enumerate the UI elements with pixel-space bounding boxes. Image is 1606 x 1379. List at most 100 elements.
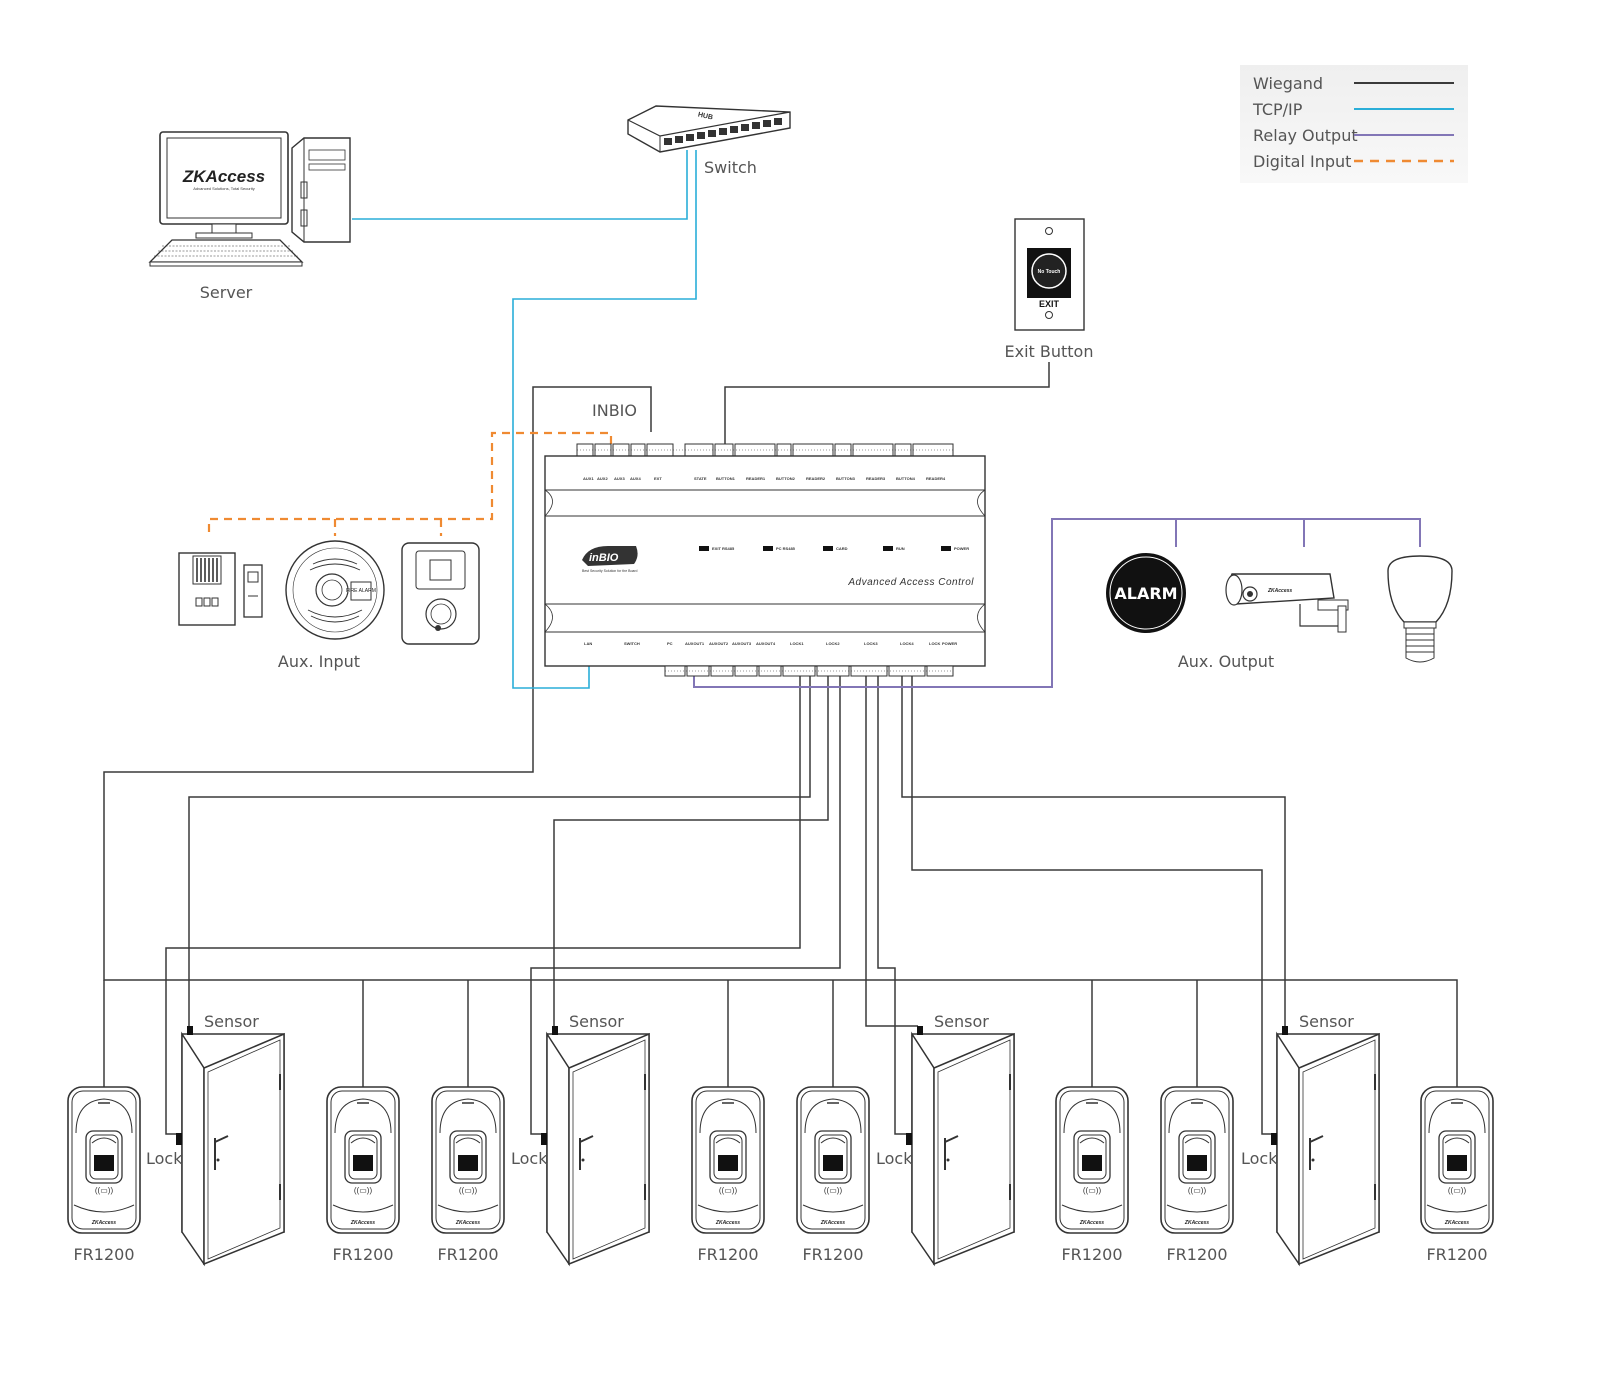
server-computer: ZKAccess Advanced Solutions, Total Secur… <box>148 131 351 302</box>
controller-title: INBIO <box>592 401 637 420</box>
bottom-group-label: AUXOUT3 <box>732 641 752 646</box>
exit-button-device: No Touch EXIT Exit Button <box>1005 218 1093 361</box>
controller-logo: inBIO <box>589 552 619 564</box>
bottom-group-label: LOCK4 <box>900 641 914 646</box>
reader-6: FR1200 <box>1055 1086 1129 1264</box>
reader-label: FR1200 <box>1166 1245 1227 1264</box>
top-group-label: AUX3 <box>614 476 625 481</box>
keyboard-icon <box>148 239 304 267</box>
top-group-label: BUTTON1 <box>716 476 736 481</box>
reader-label: FR1200 <box>1061 1245 1122 1264</box>
switch-hub-text: HUB <box>697 112 713 122</box>
wiegand-wires <box>103 362 1458 1135</box>
reader-5: FR1200 <box>796 1086 870 1264</box>
bottom-group-label: LOCK3 <box>864 641 878 646</box>
top-group-label: AUX4 <box>630 476 641 481</box>
sensor-label: Sensor <box>1299 1012 1354 1031</box>
aux-input-devices: FIRE ALARM Aux. Input <box>178 540 480 671</box>
camera-brand: ZKAccess <box>1267 588 1292 594</box>
pir-sensor-icon <box>401 542 480 645</box>
sensor-label: Sensor <box>934 1012 989 1031</box>
lock-icon <box>541 1133 547 1145</box>
top-group-label: READER1 <box>746 476 766 481</box>
reader-8: FR1200 <box>1420 1086 1494 1264</box>
legend-tcpip-label: TCP/IP <box>1252 100 1303 119</box>
switch-label: Switch <box>704 158 757 177</box>
tower-icon <box>291 137 351 243</box>
fire-alarm-text: FIRE ALARM <box>346 588 376 594</box>
top-group-label: READER2 <box>806 476 826 481</box>
reader-4: FR1200 <box>691 1086 765 1264</box>
switch-ports <box>664 118 782 145</box>
reader-label: FR1200 <box>697 1245 758 1264</box>
lock-icon <box>1271 1133 1277 1145</box>
reader-label: FR1200 <box>1426 1245 1487 1264</box>
bottom-group-label: AUXOUT1 <box>685 641 705 646</box>
lock-icon <box>176 1133 182 1145</box>
door-1: Sensor Lock <box>146 1012 285 1265</box>
fingerprint-readers: FR1200 FR1200 FR1200 FR1200 FR1200 FR120… <box>67 1086 1494 1264</box>
legend-wiegand-label: Wiegand <box>1253 74 1323 93</box>
bottom-group-label: LAN <box>584 641 592 646</box>
exit-text: EXIT <box>1039 299 1060 309</box>
controller-logo-tag: Best Security Solution for the Board <box>582 569 637 573</box>
reader-label: FR1200 <box>802 1245 863 1264</box>
bottom-group-label: LOCK <box>929 641 940 646</box>
tcpip-wires <box>352 150 697 689</box>
reader-7: FR1200 <box>1160 1086 1234 1264</box>
sensor-label: Sensor <box>204 1012 259 1031</box>
server-brand: ZKAccess <box>182 167 265 186</box>
exit-no-touch-text: No Touch <box>1038 269 1061 275</box>
smoke-detector-icon: FIRE ALARM <box>285 540 385 640</box>
legend-digital-label: Digital Input <box>1253 152 1351 171</box>
bottom-group-label: AUXOUT2 <box>709 641 729 646</box>
door-2: Sensor Lock <box>511 1012 650 1265</box>
bottom-group-labels: LAN SWITCH PC AUXOUT1 AUXOUT2 AUXOUT3 AU… <box>584 641 957 646</box>
door-3: Sensor Lock <box>876 1012 1015 1265</box>
status-leds: EXIT RS485 PC RS485 CARD RUN POWER <box>699 546 969 551</box>
bottom-group-label: PC <box>667 641 673 646</box>
door-4: Sensor Lock <box>1241 1012 1380 1265</box>
bottom-group-label: LOCK1 <box>790 641 804 646</box>
led-label: PC RS485 <box>776 546 796 551</box>
aux-output-label: Aux. Output <box>1178 652 1274 671</box>
bottom-group-label: POWER <box>942 641 957 646</box>
server-tagline: Advanced Solutions, Total Security <box>193 186 255 191</box>
lock-label: Lock <box>146 1149 183 1168</box>
legend-box <box>1240 65 1468 183</box>
reader-1: FR1200 <box>67 1086 141 1264</box>
lock-label: Lock <box>511 1149 548 1168</box>
lock-icon <box>906 1133 912 1145</box>
network-switch: HUB Switch <box>627 105 791 177</box>
bottom-group-label: LOCK2 <box>826 641 840 646</box>
top-group-label: BUTTON4 <box>896 476 916 481</box>
lock-label: Lock <box>876 1149 913 1168</box>
reader-label: FR1200 <box>437 1245 498 1264</box>
digital-input-wires <box>207 431 613 536</box>
legend-relay-label: Relay Output <box>1253 126 1358 145</box>
aux-input-label: Aux. Input <box>278 652 360 671</box>
light-bulb-icon <box>1387 555 1453 663</box>
server-label: Server <box>200 283 253 302</box>
doors: Sensor Lock Sensor Lock Sensor Lock Sens… <box>146 1012 1380 1265</box>
led-label: RUN <box>896 546 905 551</box>
alarm-text: ALARM <box>1114 584 1177 603</box>
top-group-labels: AUX1 AUX2 AUX3 AUX4 EXT STATE BUTTON1 RE… <box>583 476 946 481</box>
top-group-label: AUX1 <box>583 476 594 481</box>
relay-output-wires <box>693 518 1421 688</box>
inbio-logo: inBIO Best Security Solution for the Boa… <box>582 546 638 573</box>
reader-label: FR1200 <box>332 1245 393 1264</box>
reader-label: FR1200 <box>73 1245 134 1264</box>
door-contact-icon <box>178 552 263 626</box>
camera-icon: ZKAccess <box>1225 573 1349 633</box>
reader-3: FR1200 <box>431 1086 505 1264</box>
bottom-terminals <box>664 665 954 677</box>
top-group-label: READER3 <box>866 476 886 481</box>
led-label: EXIT RS485 <box>712 546 735 551</box>
bottom-group-label: AUXOUT4 <box>756 641 776 646</box>
bottom-group-label: SWITCH <box>624 641 640 646</box>
top-terminals <box>576 443 954 457</box>
led-label: CARD <box>836 546 848 551</box>
led-label: POWER <box>954 546 969 551</box>
